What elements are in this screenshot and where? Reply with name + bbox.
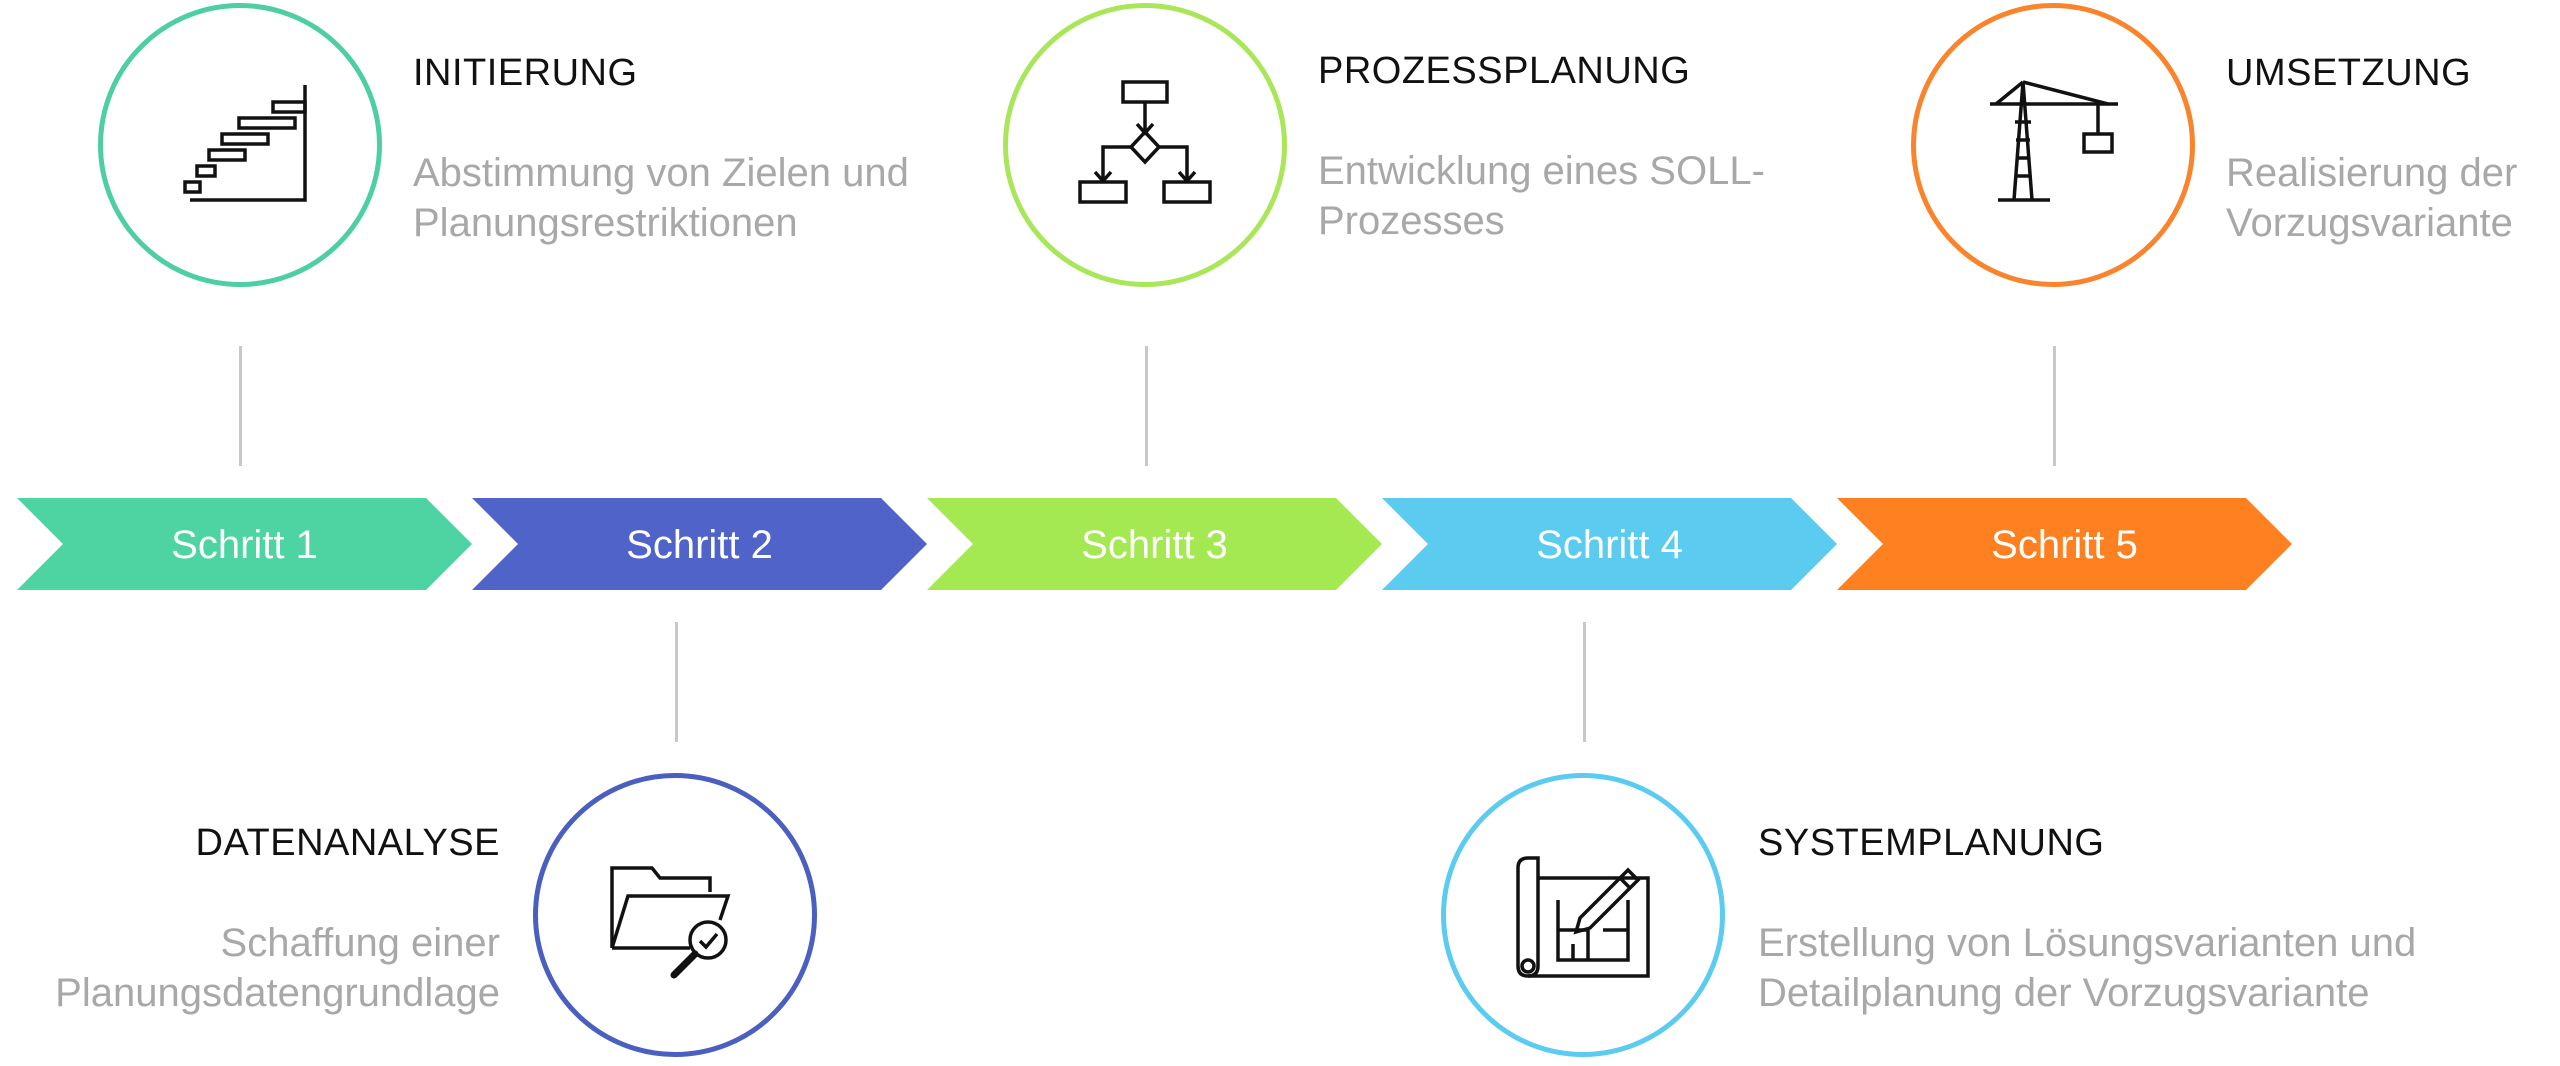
phase-desc-line: Detailplanung der Vorzugsvariante <box>1758 971 2370 1015</box>
phase-desc-line: Realisierung der <box>2226 151 2518 195</box>
phase-desc-systemplanung: Erstellung von Lösungsvarianten und Deta… <box>1758 918 2416 1018</box>
phase-desc-initierung: Abstimmung von Zielen und Planungsrestri… <box>413 148 909 248</box>
phase-desc-line: Prozesses <box>1318 199 1505 243</box>
phase-desc-line: Abstimmung von Zielen und <box>413 151 909 195</box>
step-chevron-1 <box>17 498 472 590</box>
step-chevron-2 <box>472 498 927 590</box>
blueprint-pencil-icon <box>1516 856 1650 978</box>
step-label-2: Schritt 2 <box>626 523 773 567</box>
phase-title-initierung: INITIERUNG <box>413 52 638 94</box>
folder-search-icon <box>610 866 731 979</box>
connector-systemplanung <box>1583 622 1586 742</box>
phase-desc-line: Planungsdatengrundlage <box>55 971 500 1015</box>
phase-desc-line: Vorzugsvariante <box>2226 201 2513 245</box>
step-chevron-4 <box>1382 498 1837 590</box>
connector-umsetzung <box>2053 346 2056 466</box>
connector-initierung <box>239 346 242 466</box>
crane-icon <box>1990 80 2118 202</box>
connector-prozessplanung <box>1145 346 1148 466</box>
phase-title-prozessplanung: PROZESSPLANUNG <box>1318 50 1691 92</box>
step-label-1: Schritt 1 <box>171 523 318 567</box>
phase-desc-line: Entwicklung eines SOLL- <box>1318 149 1765 193</box>
phase-desc-prozessplanung: Entwicklung eines SOLL- Prozesses <box>1318 146 1765 246</box>
phase-desc-datenanalyse: Schaffung einer Planungsdatengrundlage <box>55 918 500 1018</box>
phase-desc-line: Schaffung einer <box>220 921 500 965</box>
phase-circle-prozessplanung <box>1003 3 1287 287</box>
phase-desc-umsetzung: Realisierung der Vorzugsvariante <box>2226 148 2517 248</box>
step-chevron-3 <box>927 498 1382 590</box>
flowchart-icon <box>1078 80 1212 204</box>
phase-title-umsetzung: UMSETZUNG <box>2226 52 2472 94</box>
connector-datenanalyse <box>675 622 678 742</box>
phase-desc-line: Planungsrestriktionen <box>413 201 798 245</box>
phase-title-systemplanung: SYSTEMPLANUNG <box>1758 822 2105 864</box>
phase-circle-systemplanung <box>1441 773 1725 1057</box>
phase-circle-initierung <box>98 3 382 287</box>
gantt-chart-icon <box>183 85 307 202</box>
step-label-4: Schritt 4 <box>1536 523 1683 567</box>
phase-title-datenanalyse: DATENANALYSE <box>195 822 500 864</box>
step-chevron-5 <box>1837 498 2292 590</box>
phase-circle-datenanalyse <box>533 773 817 1057</box>
step-label-3: Schritt 3 <box>1081 523 1228 567</box>
step-label-5: Schritt 5 <box>1991 523 2138 567</box>
phase-desc-line: Erstellung von Lösungsvarianten und <box>1758 921 2417 965</box>
phase-circle-umsetzung <box>1911 3 2195 287</box>
